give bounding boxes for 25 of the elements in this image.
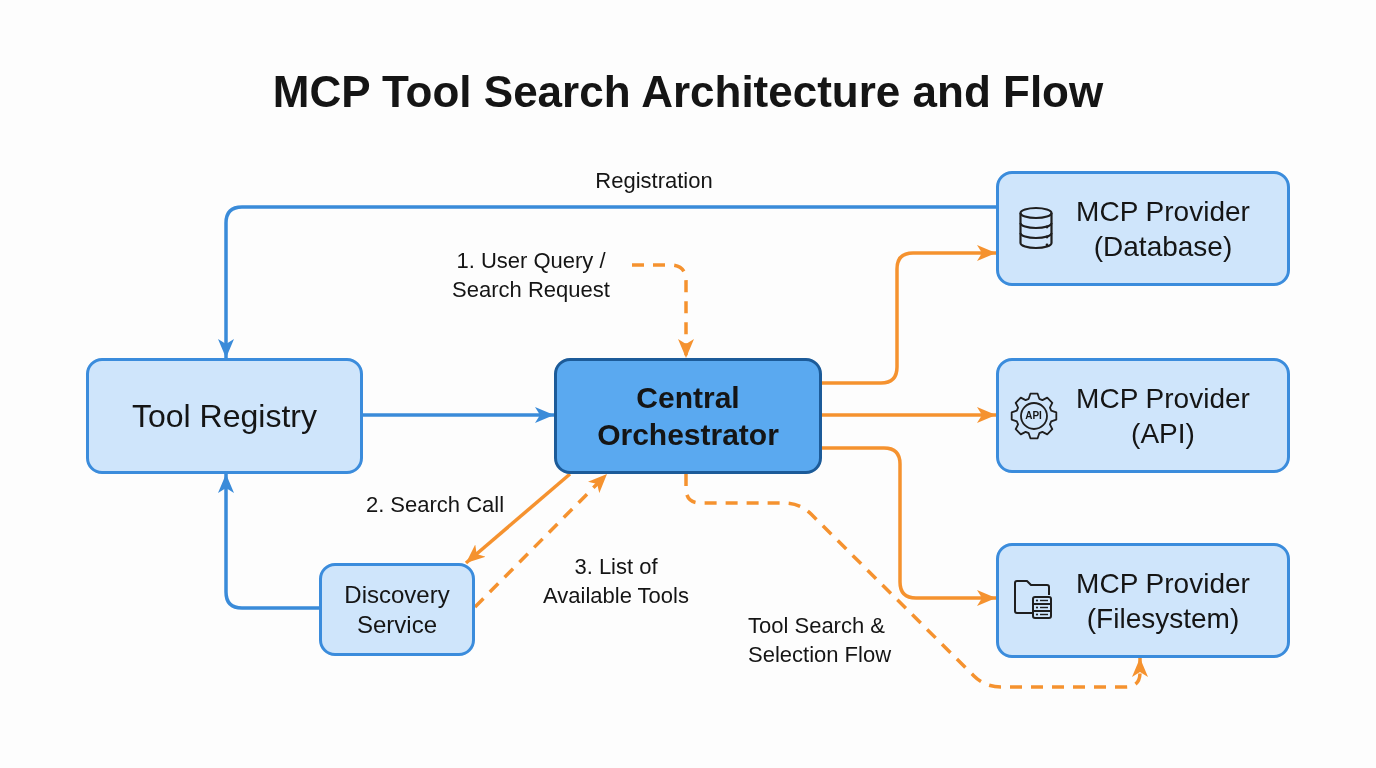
arrow xyxy=(822,446,996,606)
process-box xyxy=(996,543,1290,658)
process-box xyxy=(996,171,1290,286)
box-label: MCP Provider (Filesystem) xyxy=(1075,566,1251,636)
process-box xyxy=(86,358,363,474)
arrow xyxy=(822,245,996,385)
process-box xyxy=(319,563,475,656)
dashed-arrow xyxy=(632,263,694,358)
arrow xyxy=(464,472,572,565)
flow-label: 1. User Query / Search Request xyxy=(430,247,632,305)
dashed-arrow xyxy=(473,472,609,609)
highlighted-process-box xyxy=(554,358,822,474)
arrow xyxy=(363,407,554,423)
process-box xyxy=(996,358,1290,473)
box-label: Discovery Service xyxy=(343,579,451,640)
arrow xyxy=(822,407,996,423)
arrow xyxy=(218,474,319,610)
dashed-arrow xyxy=(684,474,1148,689)
box-label: MCP Provider (Database) xyxy=(1075,194,1251,264)
diagram-title: MCP Tool Search Architecture and Flow xyxy=(272,66,1104,118)
icon-text: API xyxy=(1025,410,1042,421)
box-label: Tool Registry xyxy=(132,397,317,436)
box-label: Central Orchestrator xyxy=(596,379,780,453)
box-label: MCP Provider (API) xyxy=(1075,381,1251,451)
arrow xyxy=(218,205,996,358)
